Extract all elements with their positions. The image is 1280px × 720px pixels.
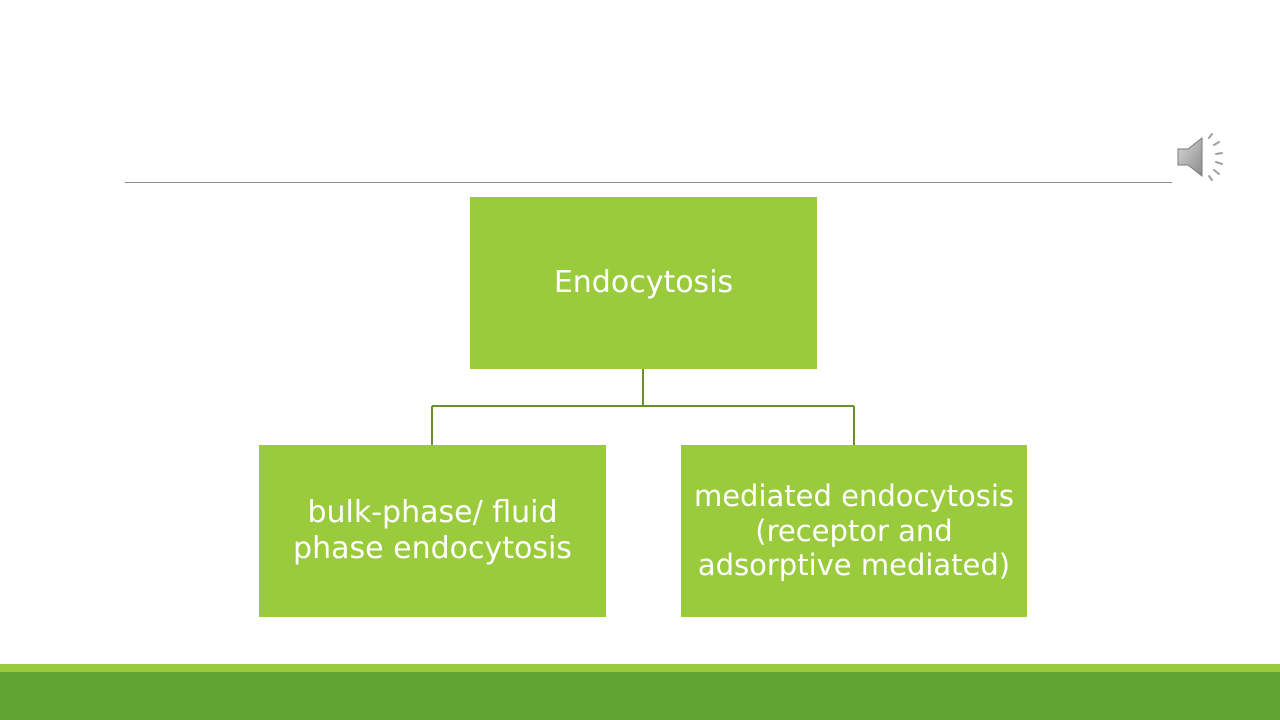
node-endocytosis-label: Endocytosis xyxy=(553,265,734,300)
title-divider xyxy=(125,182,1172,183)
footer-band-light xyxy=(0,664,1280,672)
footer-band-dark xyxy=(0,672,1280,720)
node-mediated-endocytosis-label: mediated endocytosis (receptor and adsor… xyxy=(693,478,1015,583)
node-bulk-phase-endocytosis: bulk-phase/ fluid phase endocytosis xyxy=(259,445,606,617)
node-mediated-endocytosis: mediated endocytosis (receptor and adsor… xyxy=(681,445,1027,617)
speaker-volume-icon[interactable] xyxy=(1174,130,1232,184)
node-bulk-phase-endocytosis-label: bulk-phase/ fluid phase endocytosis xyxy=(293,495,572,566)
node-endocytosis: Endocytosis xyxy=(470,197,817,369)
